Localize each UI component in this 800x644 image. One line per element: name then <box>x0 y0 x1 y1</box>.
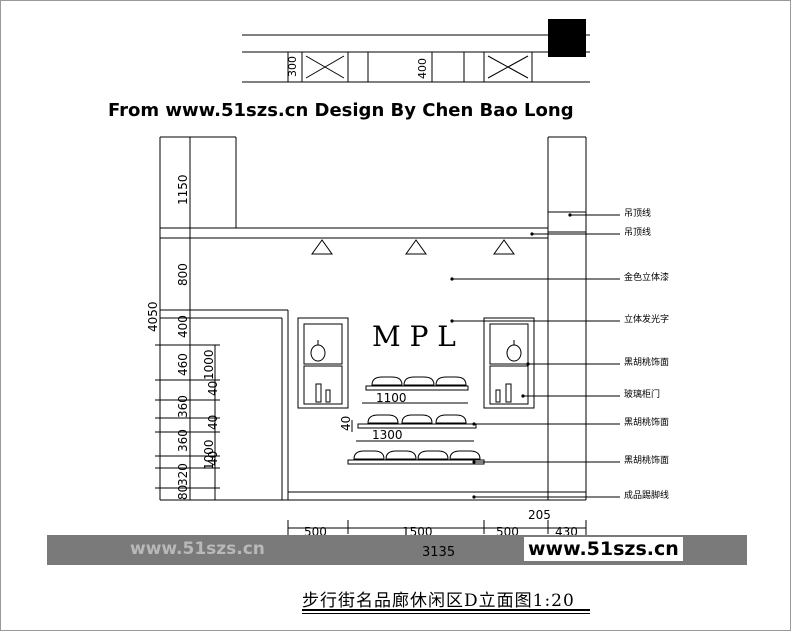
dim-outer-3: 460 <box>176 353 190 376</box>
callout-8: 成品踢脚线 <box>624 489 669 501</box>
shelf-upper <box>365 385 469 391</box>
display-items <box>310 340 522 403</box>
caption-underline <box>302 609 590 611</box>
dim-outer-6: 320 <box>176 463 190 486</box>
top-dim-b: 400 <box>416 58 429 79</box>
top-dim-a: 300 <box>286 56 299 77</box>
dim-outer-7: 80 <box>176 485 190 500</box>
callout-6: 黑胡桃饰面 <box>624 416 669 428</box>
callout-2: 金色立体漆 <box>624 271 669 283</box>
caption-underline-thin <box>302 613 590 614</box>
dim-outer-2: 400 <box>176 315 190 338</box>
callout-3: 立体发光字 <box>624 313 669 325</box>
dim-inner-4: 40 <box>206 451 220 466</box>
ceiling-vent <box>483 51 533 83</box>
design-credit: From www.51szs.cn Design By Chen Bao Lon… <box>108 100 574 121</box>
callout-1: 吊顶线 <box>624 226 651 238</box>
callout-labels: 吊顶线 吊顶线 金色立体漆 立体发光字 黑胡桃饰面 玻璃柜门 黑胡桃饰面 黑胡桃… <box>624 207 669 501</box>
dim-inner-3: 40 <box>206 415 220 430</box>
dim-inner-1: 1000 <box>202 439 216 470</box>
bottom-dim-extra: 205 <box>528 508 551 522</box>
shelf-lower <box>347 459 485 465</box>
dim-outer-1: 800 <box>176 263 190 286</box>
dim-total: 4050 <box>146 301 160 332</box>
page-frame <box>0 0 791 631</box>
dim-inner-2: 40 <box>206 381 220 396</box>
callout-4: 黑胡桃饰面 <box>624 356 669 368</box>
dim-outer-4: 360 <box>176 395 190 418</box>
callout-leaders <box>452 214 620 498</box>
dim-outer-0: 1150 <box>176 174 190 205</box>
dim-inner-0: 1000 <box>202 349 216 380</box>
callout-7: 黑胡桃饰面 <box>624 454 669 466</box>
dim-outer-5: 360 <box>176 429 190 452</box>
display-case-right <box>483 317 535 409</box>
shelf-middle <box>357 423 477 429</box>
shelf-gap: 40 <box>339 416 353 431</box>
shelf-width-upper: 1100 <box>376 391 407 405</box>
callout-5: 玻璃柜门 <box>624 388 660 400</box>
spot-lights <box>311 239 515 255</box>
callout-0: 吊顶线 <box>624 207 651 219</box>
drawing-caption: 步行街名品廊休闲区D立面图1:20 <box>302 591 575 611</box>
display-case-left <box>297 317 349 409</box>
watermark-left: www.51szs.cn <box>130 539 265 559</box>
shelf-width-lower: 1300 <box>372 428 403 442</box>
column-block <box>548 19 586 57</box>
watermark-right: www.51szs.cn <box>524 537 683 561</box>
shelf-products <box>353 376 481 460</box>
sign-mpl: M P L <box>372 320 456 353</box>
